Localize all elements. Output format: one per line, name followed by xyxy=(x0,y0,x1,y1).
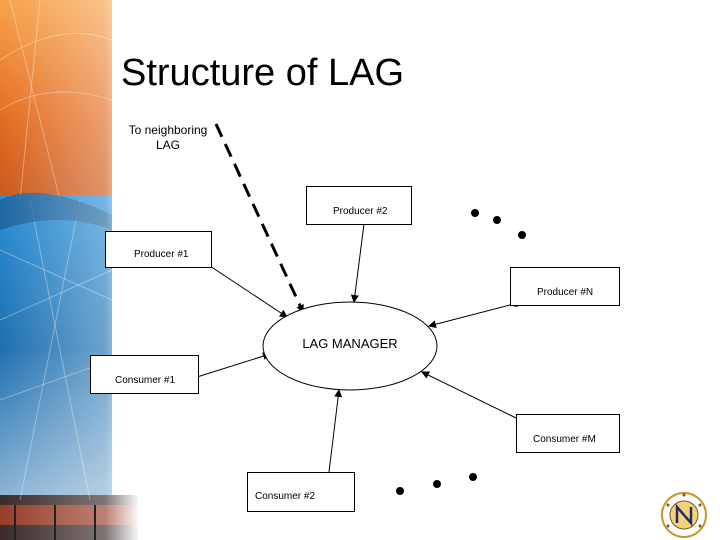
producer-n-label: Producer #N xyxy=(537,287,594,298)
link-consumer-2 xyxy=(324,389,343,480)
link-producer-1 xyxy=(201,258,288,318)
consumer-m-label: Consumer #M xyxy=(533,434,596,445)
ellipsis-dots-producers xyxy=(471,209,526,239)
producer-2-label: Producer #2 xyxy=(333,206,388,217)
producer-1-box: Producer #1 xyxy=(105,231,212,268)
consumer-m-box: Consumer #M xyxy=(516,414,620,453)
consumer-1-label: Consumer #1 xyxy=(115,375,176,386)
link-consumer-1 xyxy=(189,352,271,383)
neighbor-link xyxy=(214,123,305,313)
link-producer-n xyxy=(428,299,518,329)
link-producer-2 xyxy=(350,216,369,303)
consumer-2-box: Consumer #2 xyxy=(247,472,355,512)
lag-manager-ellipse xyxy=(262,301,438,391)
consumer-1-box: Consumer #1 xyxy=(90,355,199,394)
consumer-2-label: Consumer #2 xyxy=(255,491,316,502)
producer-1-label: Producer #1 xyxy=(134,249,189,260)
university-seal-icon xyxy=(661,492,707,538)
ellipsis-dots-consumers xyxy=(396,473,477,495)
slide-title: Structure of LAG xyxy=(121,52,405,94)
producer-n-box: Producer #N xyxy=(510,267,620,306)
producer-2-box: Producer #2 xyxy=(306,186,412,225)
neighbor-lag-label: To neighboring LAG xyxy=(128,123,208,152)
lag-manager-label: LAG MANAGER xyxy=(302,336,398,351)
link-consumer-m xyxy=(421,371,525,425)
